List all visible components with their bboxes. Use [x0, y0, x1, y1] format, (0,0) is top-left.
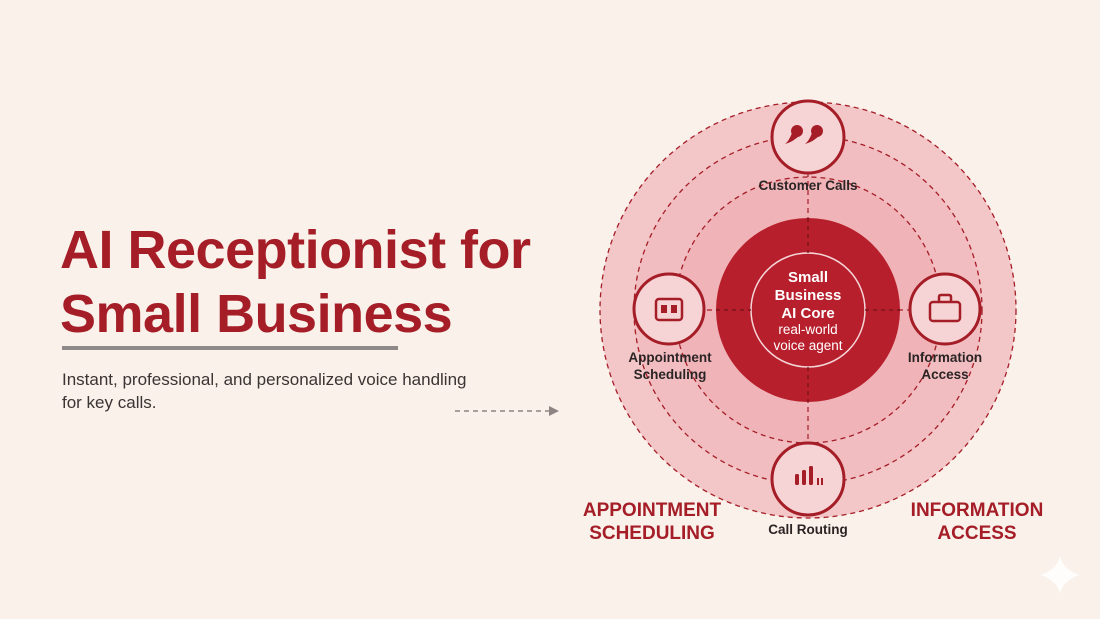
subtitle-line-2: for key calls.	[62, 393, 157, 412]
label-customer-calls: Customer Calls	[758, 178, 857, 193]
node-information-access: Information Access	[908, 272, 982, 382]
pointer-arrow	[455, 406, 559, 416]
sparkle-icon	[1040, 556, 1080, 594]
page-title: AI Receptionist for Small Business	[60, 218, 531, 346]
title-line-2: Small Business	[60, 284, 453, 344]
subtitle-line-1: Instant, professional, and personalized …	[62, 370, 467, 389]
node-call-routing: Call Routing	[768, 441, 848, 537]
label-information-2: Access	[921, 367, 968, 382]
label-call-routing: Call Routing	[768, 522, 848, 537]
core-line-5: voice agent	[773, 338, 842, 353]
speech-quotes-icon	[785, 125, 823, 144]
core-line-3: AI Core	[781, 305, 834, 322]
callout-appointment-1: APPOINTMENT	[583, 500, 722, 521]
core-line-4: real-world	[778, 322, 837, 337]
signal-bars-icon	[795, 466, 823, 485]
label-appointment-1: Appointment	[628, 350, 712, 365]
briefcase-icon	[928, 293, 962, 323]
callout-information-1: INFORMATION	[911, 500, 1044, 521]
core-line-2: Business	[775, 287, 842, 304]
title-line-1: AI Receptionist for	[60, 220, 531, 280]
node-appointment-scheduling: Appointment Scheduling	[628, 272, 712, 382]
core-line-1: Small	[788, 269, 828, 286]
node-customer-calls: Customer Calls	[758, 99, 858, 193]
label-information-1: Information	[908, 350, 982, 365]
ai-core: Small Business AI Core real-world voice …	[716, 218, 900, 402]
label-appointment-2: Scheduling	[634, 367, 707, 382]
title-underline	[62, 346, 398, 350]
subtitle: Instant, professional, and personalized …	[62, 368, 492, 414]
callout-information-2: ACCESS	[937, 523, 1016, 544]
calendar-card-icon	[654, 297, 684, 322]
callout-appointment-2: SCHEDULING	[589, 523, 715, 544]
